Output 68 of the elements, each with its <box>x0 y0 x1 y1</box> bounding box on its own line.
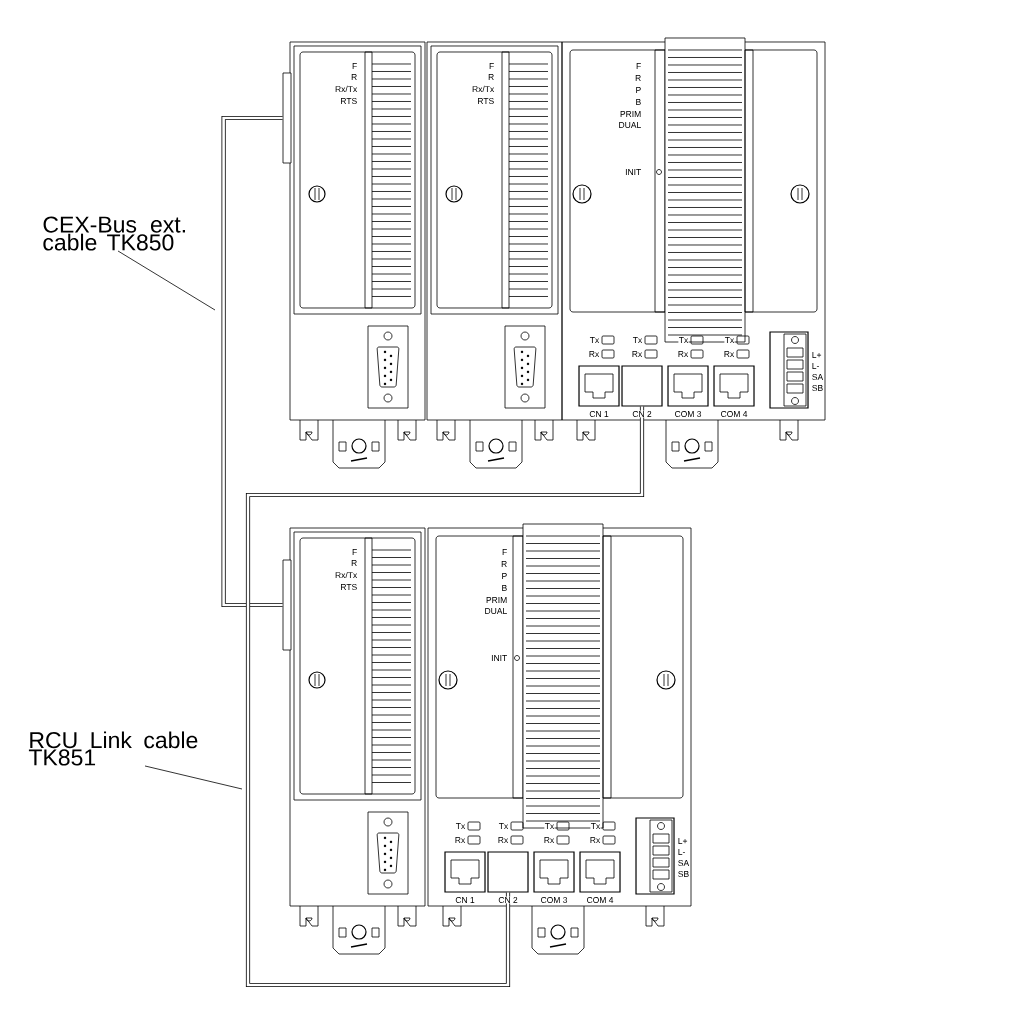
panel-label: L- <box>677 848 686 856</box>
leader-line <box>117 250 216 311</box>
panel-label: P <box>635 86 642 94</box>
connector-port <box>621 365 663 407</box>
panel-label: Tx <box>678 336 689 344</box>
panel-label: Rx <box>677 350 689 358</box>
callout-text: RCU Link cable TK851 <box>28 731 198 766</box>
panel-label: SA <box>677 859 690 867</box>
panel-label: P <box>501 572 508 580</box>
panel-label: L- <box>811 362 820 370</box>
panel-label: SA <box>811 373 824 381</box>
panel-label: COM 4 <box>586 896 614 904</box>
panel-label: Rx <box>497 836 509 844</box>
panel-label: Rx <box>588 350 600 358</box>
panel-label: Tx <box>544 822 555 830</box>
panel-label: R <box>350 559 358 567</box>
panel-label: INIT <box>490 654 508 662</box>
panel-label: F <box>635 62 642 70</box>
panel-label: COM 4 <box>720 410 748 418</box>
panel-label: Rx <box>543 836 555 844</box>
panel-label: B <box>501 584 508 592</box>
panel-label: INIT <box>624 168 642 176</box>
panel-label: Tx <box>498 822 509 830</box>
panel-label: Rx <box>589 836 601 844</box>
panel-label: Rx/Tx <box>471 85 495 93</box>
connector-port <box>487 851 529 893</box>
leader-line <box>144 765 243 790</box>
connector-port <box>282 559 292 651</box>
panel-label: CN 2 <box>497 896 519 904</box>
connector-port <box>282 72 292 164</box>
panel-label: PRIM <box>485 596 508 604</box>
panel-label: R <box>487 73 495 81</box>
panel-label: PRIM <box>619 110 642 118</box>
cable <box>245 406 645 988</box>
panel-label: CN 2 <box>631 410 653 418</box>
panel-label: Tx <box>724 336 735 344</box>
panel-label: Tx <box>589 336 600 344</box>
panel-label: CN 1 <box>454 896 476 904</box>
panel-label: Tx <box>455 822 466 830</box>
panel-label: Tx <box>590 822 601 830</box>
panel-label: F <box>488 62 495 70</box>
panel-label: R <box>634 74 642 82</box>
panel-label: Rx <box>454 836 466 844</box>
panel-label: DUAL <box>484 607 508 615</box>
panel-label: Rx <box>631 350 643 358</box>
panel-label: SB <box>677 870 690 878</box>
panel-label: F <box>501 548 508 556</box>
panel-label: Tx <box>632 336 643 344</box>
panel-label: Rx <box>723 350 735 358</box>
panel-label: SB <box>811 384 824 392</box>
panel-label: COM 3 <box>674 410 702 418</box>
panel-label: Rx/Tx <box>334 85 358 93</box>
panel-label: COM 3 <box>540 896 568 904</box>
panel-label: B <box>635 98 642 106</box>
panel-label: F <box>351 548 358 556</box>
panel-label: Rx/Tx <box>334 571 358 579</box>
panel-label: RTS <box>476 97 495 105</box>
panel-label: RTS <box>339 97 358 105</box>
panel-label: RTS <box>339 583 358 591</box>
panel-label: L+ <box>677 837 688 845</box>
panel-label: F <box>351 62 358 70</box>
panel-label: R <box>350 73 358 81</box>
panel-label: DUAL <box>618 121 642 129</box>
panel-label: R <box>500 560 508 568</box>
panel-label: CN 1 <box>588 410 610 418</box>
callout-text: CEX-Bus ext. cable TK850 <box>43 216 185 251</box>
cable <box>221 115 283 608</box>
panel-label: L+ <box>811 351 822 359</box>
